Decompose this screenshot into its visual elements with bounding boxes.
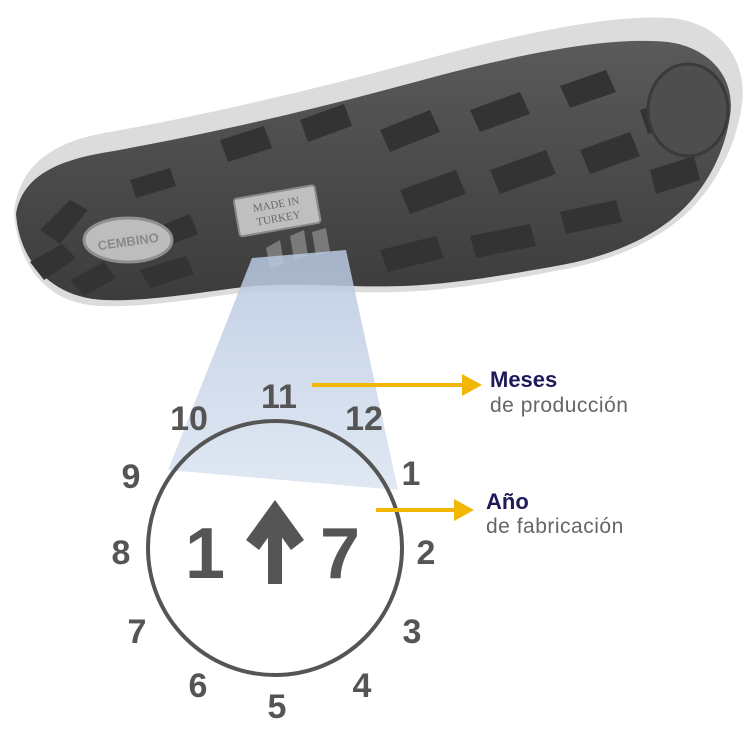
date-stamp-mark — [266, 228, 330, 268]
year-title: Año — [486, 489, 529, 514]
dial-number-10: 10 — [170, 400, 208, 438]
up-arrow-icon — [246, 500, 304, 584]
year-digit-left: 1 — [185, 514, 225, 594]
tread-lugs — [30, 70, 700, 296]
dial-numbers: 1 2 3 4 5 6 7 8 9 10 11 12 — [112, 378, 436, 726]
dial-number-9: 9 — [122, 458, 141, 496]
dial-number-1: 1 — [402, 455, 421, 493]
dial-number-3: 3 — [403, 613, 422, 651]
dial-number-7: 7 — [128, 613, 147, 651]
year-arrow-icon — [376, 499, 474, 521]
dial-number-2: 2 — [417, 534, 436, 572]
dial-number-6: 6 — [189, 667, 208, 705]
dial-number-5: 5 — [268, 688, 287, 726]
year-subtitle: de fabricación — [486, 515, 624, 538]
months-subtitle: de producción — [490, 394, 629, 417]
origin-plate: MADE IN TURKEY — [232, 184, 322, 238]
shoe-sole: CEMBINO MADE IN TURKEY — [14, 17, 743, 307]
heel-badge — [82, 216, 174, 264]
dial-number-12: 12 — [345, 400, 383, 438]
year-digit-right: 7 — [320, 514, 360, 594]
toe-pad — [646, 62, 730, 158]
sole-tread — [16, 40, 731, 301]
dial-number-4: 4 — [353, 667, 372, 705]
dial-number-11: 11 — [261, 378, 297, 416]
dial-ring — [146, 419, 404, 677]
months-title: Meses — [490, 367, 558, 392]
months-arrow-icon — [312, 374, 482, 396]
dial-number-8: 8 — [112, 534, 131, 572]
